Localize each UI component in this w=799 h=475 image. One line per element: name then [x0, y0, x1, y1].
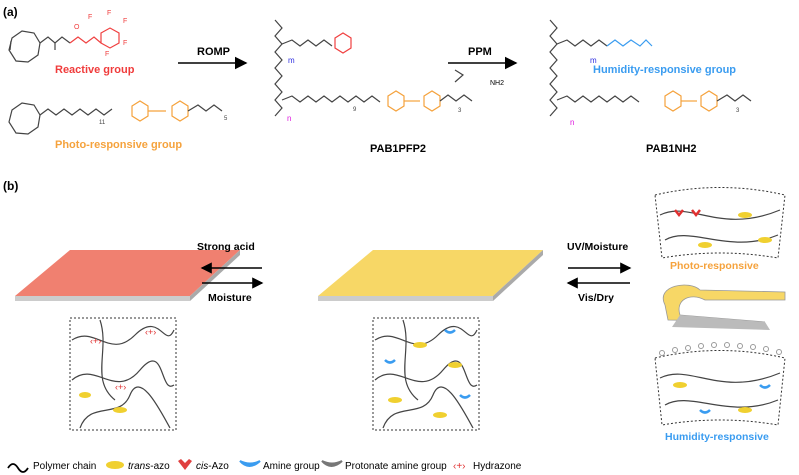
svg-text:n: n: [570, 118, 574, 127]
photo-group-label: Photo-responsive group: [55, 139, 182, 151]
amine-group-icon: [239, 460, 261, 467]
pab1pfp2-label: PAB1PFP2: [370, 143, 426, 155]
uv-moisture-label: UV/Moisture: [567, 241, 628, 253]
photo-responsive-label: Photo-responsive: [670, 260, 759, 272]
svg-text:cis-Azo: cis-Azo: [196, 461, 229, 472]
amine-reagent: [454, 69, 465, 83]
moisture-label: Moisture: [208, 292, 252, 304]
hydrazone-icon: ‹+›: [453, 461, 466, 472]
svg-text:5: 5: [224, 116, 228, 122]
svg-text:n: n: [287, 114, 291, 123]
svg-text:F: F: [107, 10, 111, 17]
svg-text:‹+›: ‹+›: [115, 382, 126, 392]
humidity-responsive-network: [654, 342, 786, 426]
acid-film: [15, 250, 240, 301]
ppm-label: PPM: [468, 46, 492, 58]
polymer-chain-icon: [7, 463, 29, 473]
pab1nh2-label: PAB1NH2: [646, 143, 697, 155]
svg-text:‹+›: ‹+›: [90, 336, 101, 346]
panel-a-label: (a): [3, 5, 18, 19]
humidity-responsive-label: Humidity-responsive: [665, 431, 769, 443]
strong-acid-label: Strong acid: [197, 241, 255, 253]
svg-text:Hydrazone: Hydrazone: [473, 461, 522, 472]
svg-text:3: 3: [458, 108, 462, 114]
svg-text:m: m: [288, 56, 295, 65]
svg-text:F: F: [123, 18, 127, 25]
reactive-monomer-structure: O F F F F F: [8, 10, 127, 63]
panel-b-label: (b): [3, 179, 18, 193]
cis-azo-icon: [178, 459, 192, 470]
svg-text:9: 9: [353, 107, 357, 113]
svg-text:Protonate amine group: Protonate amine group: [345, 461, 447, 472]
svg-text:11: 11: [99, 120, 106, 126]
pab1nh2-structure: m 3 n: [549, 19, 752, 127]
svg-text:Amine group: Amine group: [263, 461, 320, 472]
photo-responsive-network: [654, 187, 786, 259]
pab1pfp2-structure: m 9 3 n: [274, 19, 473, 123]
base-network-inset: [372, 317, 480, 431]
romp-label: ROMP: [197, 46, 230, 58]
legend: Polymer chain trans-azo cis-Azo Amine gr…: [7, 459, 522, 473]
curled-film: [662, 284, 786, 330]
svg-text:F: F: [123, 40, 127, 47]
reactive-group-label: Reactive group: [55, 64, 135, 76]
svg-text:m: m: [590, 56, 597, 65]
svg-text:NH2: NH2: [490, 80, 504, 87]
svg-text:F: F: [105, 51, 109, 58]
svg-text:Polymer chain: Polymer chain: [33, 461, 96, 472]
svg-text:O: O: [74, 24, 80, 31]
svg-text:‹+›: ‹+›: [145, 327, 156, 337]
photo-monomer-structure: 11 5: [8, 100, 228, 135]
acid-network-inset: ‹+› ‹+› ‹+›: [69, 317, 177, 431]
humidity-group-label: Humidity-responsive group: [593, 64, 736, 76]
vis-dry-label: Vis/Dry: [578, 292, 614, 304]
svg-text:3: 3: [736, 108, 740, 114]
trans-azo-icon: [106, 461, 124, 469]
svg-text:trans-azo: trans-azo: [128, 461, 170, 472]
base-film: [318, 250, 543, 301]
protonated-amine-icon: [321, 460, 343, 467]
svg-text:F: F: [88, 14, 92, 21]
